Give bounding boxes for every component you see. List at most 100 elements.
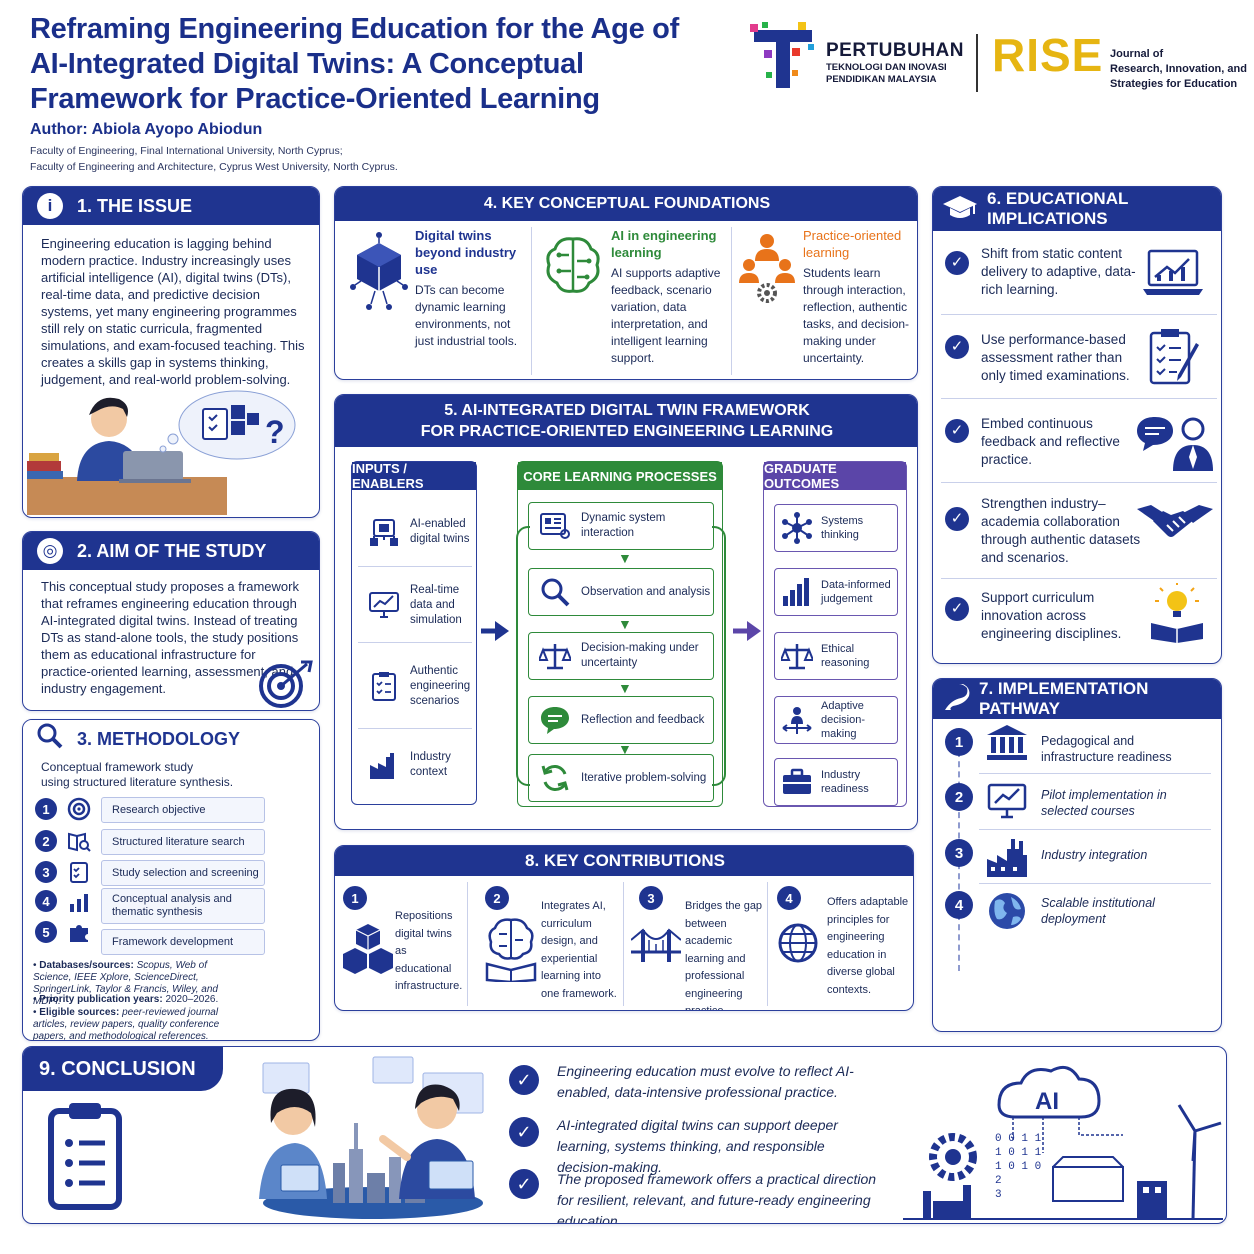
brain-circuit-icon [543, 231, 603, 301]
check-icon: ✓ [945, 419, 969, 443]
logo1-sub1: TEKNOLOGI DAN INOVASI [826, 62, 947, 73]
laptop-chart-icon [1141, 247, 1205, 297]
target-icon: ◎ [37, 538, 63, 564]
info-icon: i [37, 193, 63, 219]
step-number-5: 5 [35, 921, 57, 943]
method-intro-2: using structured literature synthesis. [41, 775, 234, 789]
implication-1: ✓ Shift from static content delivery to … [941, 235, 1217, 315]
methodology-panel: 3. METHODOLOGY Conceptual framework stud… [22, 719, 320, 1041]
affiliation-1: Faculty of Engineering, Final Internatio… [30, 145, 343, 157]
method-heading: 3. METHODOLOGY [77, 728, 241, 749]
foundation-2-text: AI supports adaptive feedback, scenario … [611, 266, 721, 365]
logo2-sub3: Strategies for Education [1110, 78, 1238, 90]
foundation-1-title: Digital twins beyond industry use [415, 228, 517, 277]
logo-divider [976, 34, 978, 92]
input-item-3: Authentic engineering scenarios [358, 648, 474, 724]
pathway-item-1: Pedagogical and infrastructure readiness [1041, 734, 1172, 764]
method-note-3: • Eligible sources: peer-reviewed journa… [33, 1007, 220, 1041]
clipboard-icon [372, 672, 396, 701]
feedback-person-icon [1137, 413, 1213, 471]
core-step-3: Decision-making under uncertainty [528, 632, 714, 680]
road-icon [941, 683, 971, 715]
implications-heading: 6. EDUCATIONAL IMPLICATIONS [987, 189, 1129, 228]
foundation-3-title: Practice-oriented learning [803, 228, 902, 260]
core-step-4: Reflection and feedback [528, 696, 714, 744]
contribution-3: Bridges the gap between academic learnin… [685, 900, 763, 1011]
input-item-2: Real-time data and simulation [358, 570, 474, 640]
step-number-3: 3 [35, 861, 57, 883]
monitor-chart-icon [369, 592, 399, 618]
svg-text:0 0 1 1: 0 0 1 1 [995, 1133, 1042, 1145]
aim-panel: ◎2. AIM OF THE STUDY This conceptual stu… [22, 531, 320, 711]
affiliation-2: Faculty of Engineering and Architecture,… [30, 161, 398, 173]
issue-heading: 1. THE ISSUE [77, 195, 193, 216]
contributions-heading: 8. KEY CONTRIBUTIONS [335, 846, 913, 876]
bridge-icon [630, 926, 682, 966]
lightbulb-book-icon [1147, 583, 1207, 643]
method-step-3: Study selection and screening [101, 860, 265, 886]
core-heading: CORE LEARNING PROCESSES [518, 462, 722, 490]
student-laptop-illustration: ? [27, 385, 317, 515]
pathway-heading: 7. IMPLEMENTATION PATHWAY [979, 679, 1149, 718]
logo2-sub2: Research, Innovation, and [1110, 63, 1247, 75]
down-arrow-icon: ▼ [618, 616, 632, 632]
foundations-heading: 4. KEY CONCEPTUAL FOUNDATIONS [335, 187, 917, 221]
foundations-panel: 4. KEY CONCEPTUAL FOUNDATIONS Digital tw… [334, 186, 918, 380]
check-icon: ✓ [945, 335, 969, 359]
pathway-number-4: 4 [945, 891, 973, 919]
loop-left [516, 526, 530, 786]
foundation-3-text: Students learn through interaction, refl… [803, 266, 910, 365]
outcome-5: Industry readiness [774, 758, 898, 806]
framework-heading-2: FOR PRACTICE-ORIENTED ENGINEERING LEARNI… [420, 423, 834, 440]
factory-icon [987, 835, 1031, 877]
down-arrow-icon: ▼ [618, 741, 632, 757]
framework-heading-1: 5. AI-INTEGRATED DIGITAL TWIN FRAMEWORK [444, 402, 810, 419]
logo2-sub1: Journal of [1110, 48, 1164, 60]
contribution-1: Repositions digital twins as educational… [395, 910, 463, 992]
logo1-name: PERTUBUHAN [826, 40, 964, 61]
monitor-chart-icon [987, 783, 1027, 819]
input-item-4: Industry context [358, 732, 474, 798]
issue-panel: i 1. THE ISSUE Engineering education is l… [22, 186, 320, 518]
input-item-1: AI-enabled digital twins [358, 502, 474, 562]
svg-text:2: 2 [995, 1175, 1002, 1187]
outcome-2: Data-informed judgement [774, 568, 898, 616]
briefcase-icon [783, 768, 811, 794]
target-icon [67, 797, 91, 821]
students-digital-twin-illustration [223, 1053, 513, 1221]
arrow-right-icon [481, 619, 509, 643]
handshake-icon [1137, 501, 1213, 545]
author: Author: Abiola Ayopo Abiodun [30, 121, 263, 138]
method-step-4: Conceptual analysis and thematic synthes… [101, 888, 265, 924]
implication-5: ✓ Support curriculum innovation across e… [941, 583, 1217, 661]
contrib-number-3: 3 [639, 886, 663, 910]
cube-network-icon [349, 231, 409, 311]
graduation-cap-icon [943, 194, 977, 225]
method-step-5: Framework development [101, 929, 265, 955]
conclusion-item-2: AI-integrated digital twins can support … [557, 1117, 838, 1175]
check-icon: ✓ [945, 507, 969, 531]
issue-text: Engineering education is lagging behind … [41, 236, 305, 387]
digital-twin-icon [370, 519, 398, 546]
svg-text:3: 3 [995, 1189, 1002, 1201]
inputs-heading: INPUTS / ENABLERS [352, 461, 476, 491]
pathway-item-3: Industry integration [1041, 848, 1148, 862]
pathway-item-4: Scalable institutional deployment [1041, 896, 1155, 926]
dashboard-icon [540, 513, 570, 539]
outcome-4: Adaptive decision-making [774, 696, 898, 744]
logo1-sub2: PENDIDIKAN MALAYSIA [826, 74, 937, 85]
contrib-number-4: 4 [777, 886, 801, 910]
core-step-5: Iterative problem-solving [528, 754, 714, 802]
network-icon [782, 512, 812, 544]
conclusion-item-1: Engineering education must evolve to ref… [557, 1063, 854, 1100]
loop-right [712, 526, 726, 786]
method-intro-1: Conceptual framework study [41, 760, 194, 774]
core-column: CORE LEARNING PROCESSES Dynamic system i… [516, 461, 726, 807]
magnifier-icon [541, 578, 570, 607]
check-icon: ✓ [509, 1117, 539, 1147]
pathway-number-2: 2 [945, 783, 973, 811]
conclusion-heading: 9. CONCLUSION [23, 1047, 223, 1091]
implication-2: ✓ Use performance-based assessment rathe… [941, 319, 1217, 399]
svg-text:AI: AI [1035, 1088, 1059, 1115]
conclusion-item-3: The proposed framework offers a practica… [557, 1171, 877, 1224]
